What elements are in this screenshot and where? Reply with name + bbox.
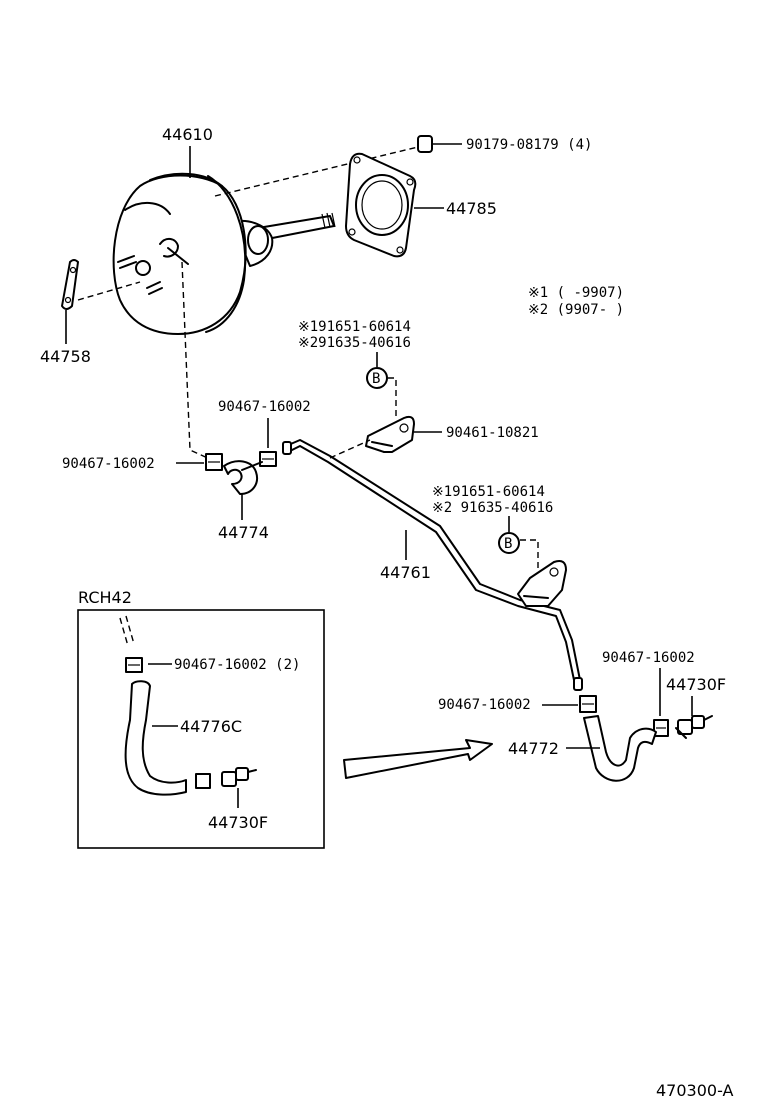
label-inset-valve: 44730F xyxy=(208,813,268,832)
tube-bracket xyxy=(365,415,415,453)
label-booster: 44610 xyxy=(162,125,213,144)
clamp-right xyxy=(579,695,597,713)
inset-assembly xyxy=(119,615,257,796)
label-valve-right: 44730F xyxy=(666,675,726,694)
inset-title: RCH42 xyxy=(78,588,132,607)
label-clamp-left: 90467-16002 xyxy=(62,456,155,472)
label-tube: 44761 xyxy=(380,563,431,582)
label-clevis: 44758 xyxy=(40,347,91,366)
clip-b2-part-1: ※191651-60614 xyxy=(432,484,545,500)
marker-b-lower: B xyxy=(498,532,520,554)
clevis-plate xyxy=(61,259,79,310)
label-bolt: 90179-08179 (4) xyxy=(466,137,592,153)
clip-b1-part-1: ※191651-60614 xyxy=(298,319,411,335)
label-inset-clamp: 90467-16002 (2) xyxy=(174,657,300,673)
clip-b2-part-2: ※2 91635-40616 xyxy=(432,500,553,516)
label-bracket: 90461-10821 xyxy=(446,425,539,441)
svg-text:B: B xyxy=(504,536,512,552)
brake-booster xyxy=(112,172,336,335)
label-clip-top: 90467-16002 xyxy=(218,399,311,415)
label-hose-upper: 44774 xyxy=(218,523,269,542)
clamp-left xyxy=(205,453,223,471)
label-hose-lower: 44772 xyxy=(508,739,559,758)
clip-b1-part-2: ※291635-40616 xyxy=(298,335,411,351)
label-clamp-right: 90467-16002 xyxy=(438,697,531,713)
note-1: ※1 ( -9907) xyxy=(528,285,624,301)
label-clamp-right-top: 90467-16002 xyxy=(602,650,695,666)
check-valve-right xyxy=(675,715,713,739)
note-2: ※2 (9907- ) xyxy=(528,302,624,318)
label-gasket: 44785 xyxy=(446,199,497,218)
bolt xyxy=(417,135,462,153)
tube-clip-lower xyxy=(517,560,567,607)
hose-upper xyxy=(223,460,263,495)
figure-code: 470300-A xyxy=(656,1081,734,1100)
label-inset-hose: 44776C xyxy=(180,717,242,736)
svg-text:B: B xyxy=(372,371,380,387)
vacuum-tube xyxy=(282,439,583,691)
marker-b-upper: B xyxy=(366,367,388,389)
inset-box xyxy=(77,609,325,849)
clamp-top xyxy=(259,451,277,467)
gasket xyxy=(345,152,417,258)
hose-lower xyxy=(583,715,657,782)
